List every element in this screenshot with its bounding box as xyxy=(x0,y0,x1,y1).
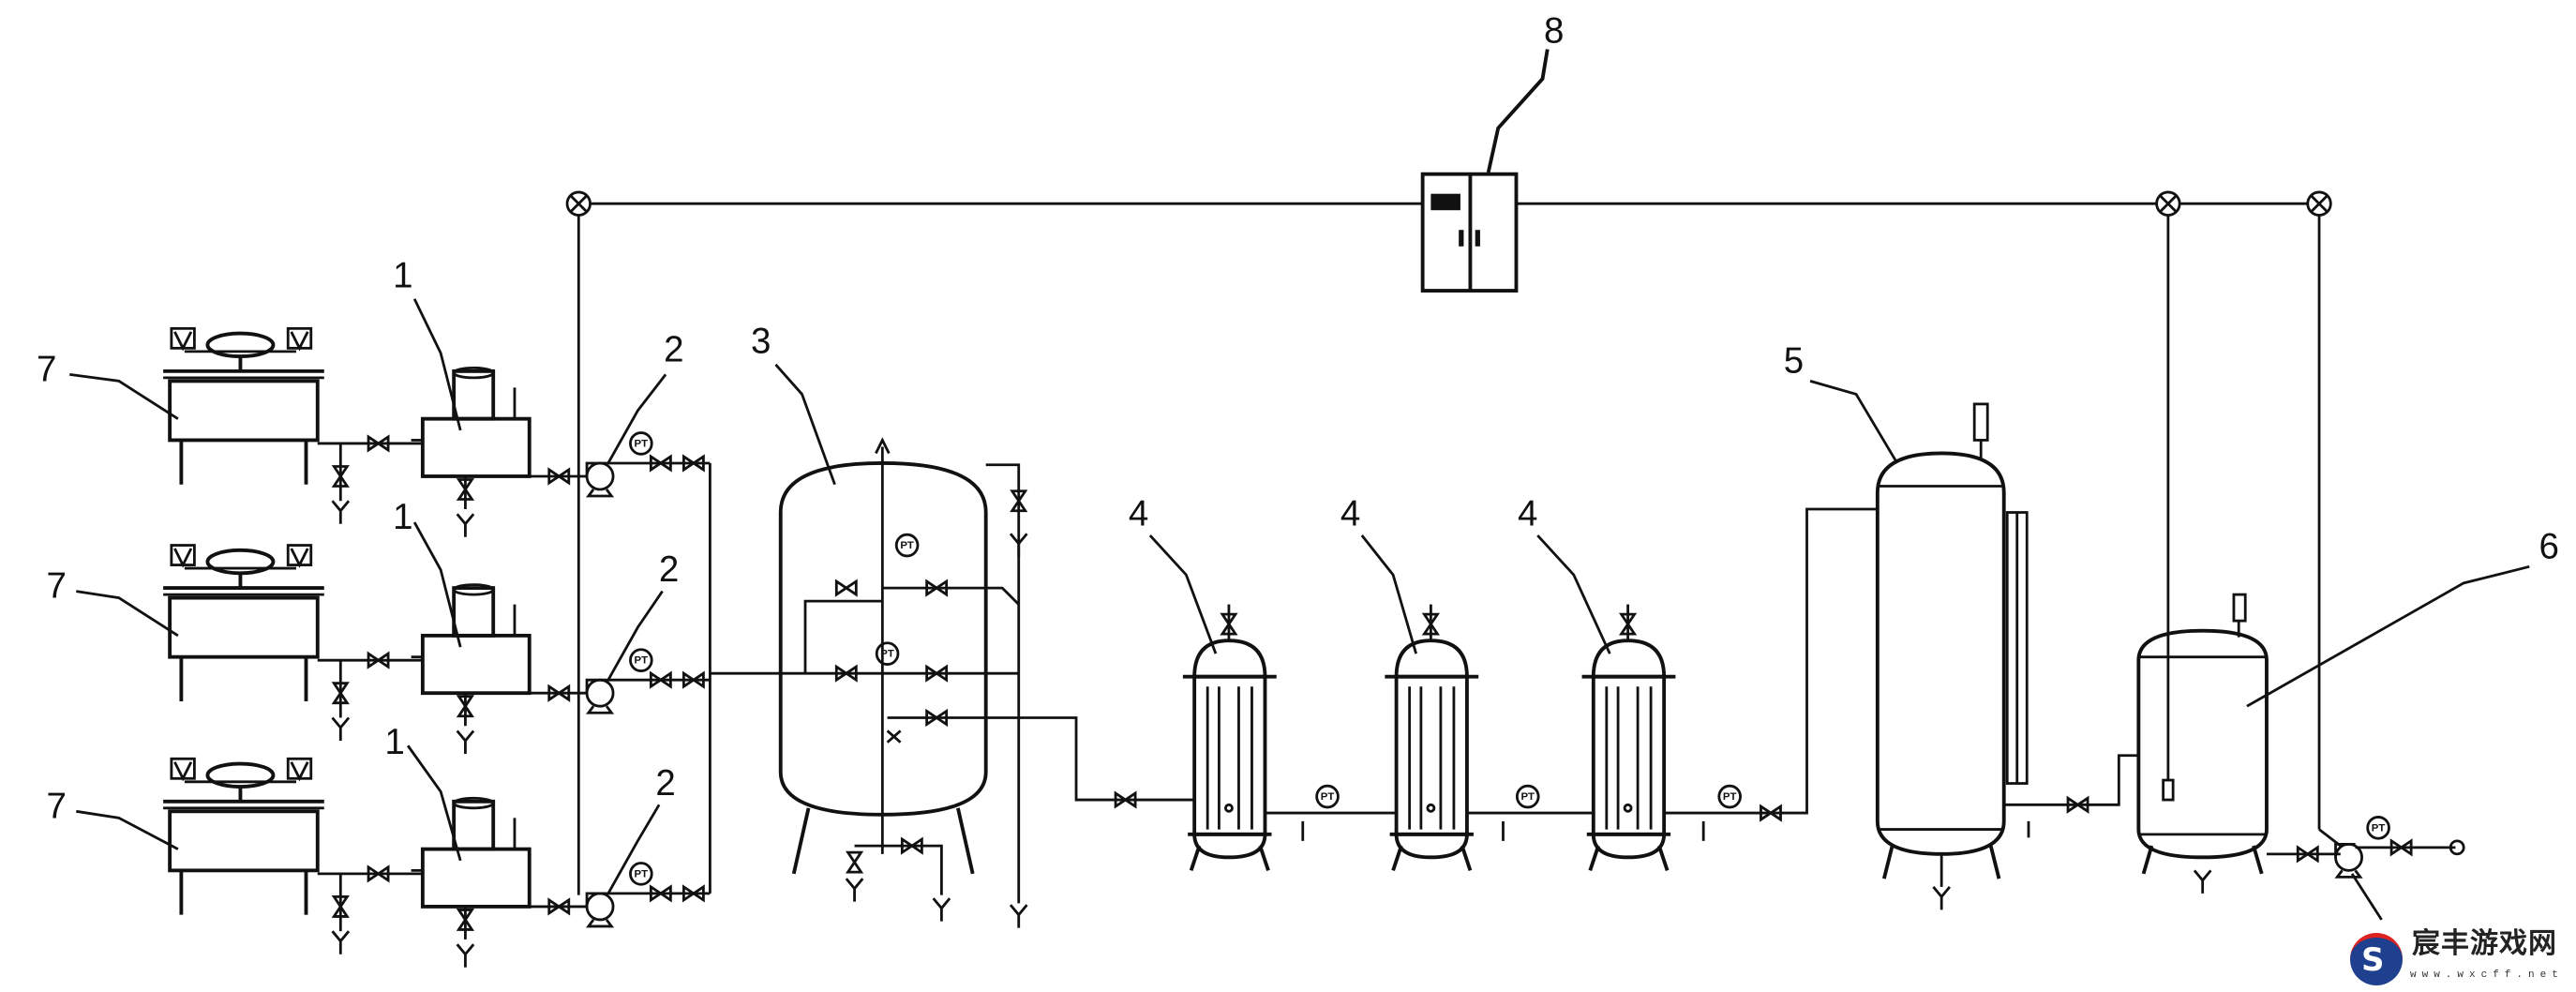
control-cabinet: 8 xyxy=(1420,11,1564,293)
label-8: 8 xyxy=(1544,11,1564,52)
label-4: 4 xyxy=(1129,494,1148,534)
filter-2 xyxy=(1385,605,1478,871)
gauge-label: PT xyxy=(880,649,894,660)
watermark-title: 宸丰游戏网 xyxy=(2412,927,2557,960)
label-3: 3 xyxy=(751,322,771,362)
label-1: 1 xyxy=(384,722,404,762)
mixing-tank-3: PT PT 3 xyxy=(751,322,1195,930)
watermark: S 宸丰游戏网 www.wxcff.net xyxy=(2348,924,2573,989)
label-5: 5 xyxy=(1784,341,1804,382)
gauge-label: PT xyxy=(1723,791,1737,803)
label-2: 2 xyxy=(655,763,675,804)
feed-row-2: PT 7 1 2 xyxy=(47,497,711,754)
label-7: 7 xyxy=(47,566,67,607)
control-signal-line xyxy=(577,202,2342,895)
gauge-label: PT xyxy=(635,868,649,879)
label-4: 4 xyxy=(1340,494,1360,534)
label-2: 2 xyxy=(659,549,679,590)
storage-tank-5: 5 xyxy=(1784,341,2139,911)
product-tank-6: PT 6 xyxy=(2136,527,2559,921)
watermark-url: www.wxcff.net xyxy=(2410,969,2564,981)
label-2: 2 xyxy=(664,329,683,369)
feed-row-3: PT 7 1 2 xyxy=(47,722,711,968)
gauge-label: PT xyxy=(900,540,914,551)
gauge-label: PT xyxy=(635,438,649,449)
label-4: 4 xyxy=(1518,494,1537,534)
filter-3 xyxy=(1582,605,1676,871)
label-7: 7 xyxy=(47,786,67,826)
label-6: 6 xyxy=(2539,527,2559,567)
gauge-label: PT xyxy=(2372,822,2386,834)
sensor-icon xyxy=(2155,190,2181,217)
feed-row-1: PT 7 1 2 xyxy=(37,256,711,537)
label-1: 1 xyxy=(393,256,412,296)
gauge-label: PT xyxy=(1321,791,1335,803)
gauge-label: PT xyxy=(635,655,649,667)
label-7: 7 xyxy=(37,349,56,389)
sensor-icon xyxy=(2306,190,2332,217)
sensor-icon xyxy=(565,190,592,217)
watermark-logo-icon: S xyxy=(2350,933,2403,985)
filter-1 xyxy=(1183,605,1277,871)
gauge-label: PT xyxy=(1520,791,1535,803)
label-1: 1 xyxy=(393,497,412,537)
filter-piping: PT PT PT 4 4 4 xyxy=(1129,494,1878,841)
